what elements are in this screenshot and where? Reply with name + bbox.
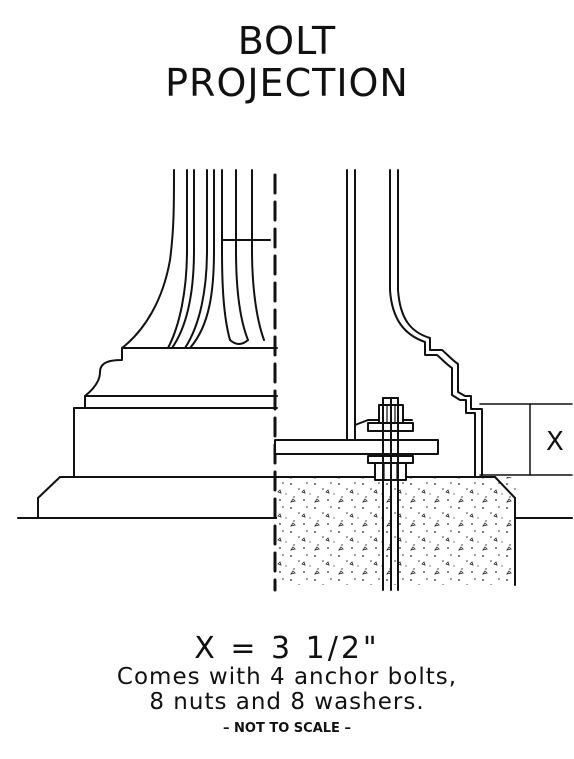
plinth-chamfer	[37, 476, 61, 499]
flute-1-right	[171, 169, 195, 349]
title-line-2: PROJECTION	[165, 61, 409, 105]
footing-chamfer	[494, 476, 516, 499]
flute-4-left	[251, 169, 265, 341]
flute-3-right	[235, 169, 249, 341]
base-inner-profile	[397, 169, 483, 478]
scale-note: – NOT TO SCALE –	[223, 721, 351, 736]
flute-1-left	[167, 169, 188, 349]
flute-3-left	[221, 169, 231, 341]
title-line-1: BOLT	[237, 19, 337, 63]
flute-3-bottom	[229, 339, 249, 345]
note-nuts-washers: 8 nuts and 8 washers.	[149, 689, 425, 715]
dimension-label: X	[546, 427, 564, 457]
concrete-footing	[277, 477, 516, 585]
flute-2-left	[184, 169, 208, 349]
plinth-molding	[84, 347, 278, 397]
base-outer-profile	[389, 169, 476, 478]
flute-2-right	[189, 169, 215, 349]
note-anchor-bolts: Comes with 4 anchor bolts,	[116, 664, 458, 690]
shaft-outer-left	[121, 169, 175, 349]
bolt-projection-value: X = 3 1/2"	[194, 631, 380, 666]
base-plate	[274, 439, 439, 455]
